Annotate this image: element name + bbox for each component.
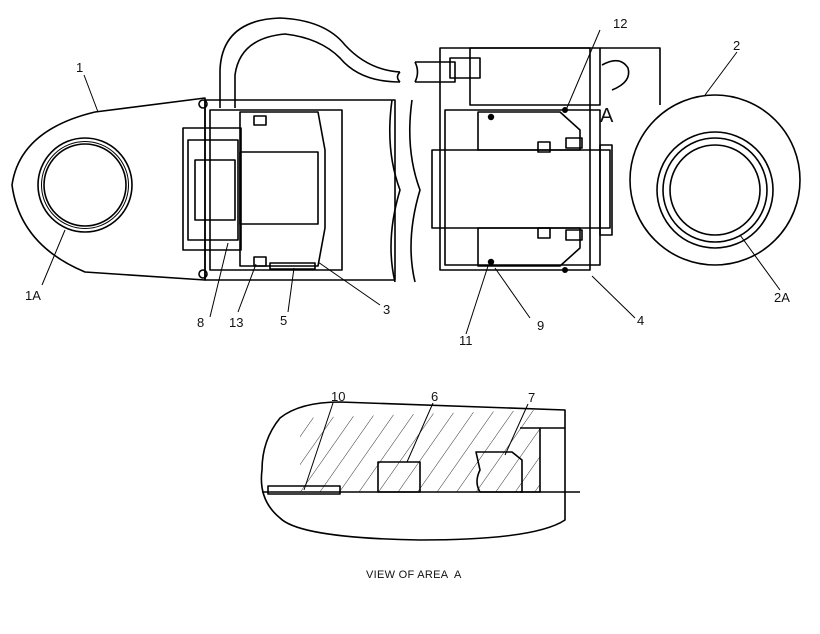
callout-13: 13 [229, 315, 243, 330]
wear-band-5 [269, 262, 316, 270]
area-marker-a: A [600, 105, 614, 127]
detail-part-6 [377, 461, 421, 493]
callout-10: 10 [331, 389, 345, 404]
head-part-8 [182, 127, 242, 251]
callout-labels: 1 1A 2 2A 3 4 5 6 7 8 9 10 11 12 13 A VI… [25, 16, 790, 581]
callout-7: 7 [528, 390, 535, 405]
cylinder-barrel-left [182, 99, 396, 281]
rod-end-eye [629, 94, 801, 266]
callout-4: 4 [637, 313, 644, 328]
callout-3: 3 [383, 302, 390, 317]
eye-bore-1a [37, 137, 133, 233]
head-end-eye [11, 97, 206, 281]
piston-rod [431, 149, 611, 229]
break-lines [388, 99, 421, 283]
piston-3 [239, 111, 326, 267]
leader-lines [41, 29, 781, 491]
callout-6: 6 [431, 389, 438, 404]
detail-part-7 [475, 451, 523, 493]
detail-view-area-a [260, 401, 580, 541]
gland-upper [477, 111, 581, 151]
callout-2: 2 [733, 38, 740, 53]
callout-5: 5 [280, 313, 287, 328]
callout-11: 11 [459, 333, 473, 348]
callout-1: 1 [76, 60, 83, 75]
callout-9: 9 [537, 318, 544, 333]
rod-end-gland [431, 47, 661, 273]
callout-8: 8 [197, 315, 204, 330]
eye-bore-2a [669, 144, 761, 236]
callout-2a: 2A [774, 290, 790, 305]
callout-12: 12 [613, 16, 627, 31]
callout-1a: 1A [25, 288, 41, 303]
hose-tube [219, 17, 456, 108]
detail-caption: VIEW OF AREA A [366, 569, 462, 581]
detail-part-10 [267, 485, 341, 495]
